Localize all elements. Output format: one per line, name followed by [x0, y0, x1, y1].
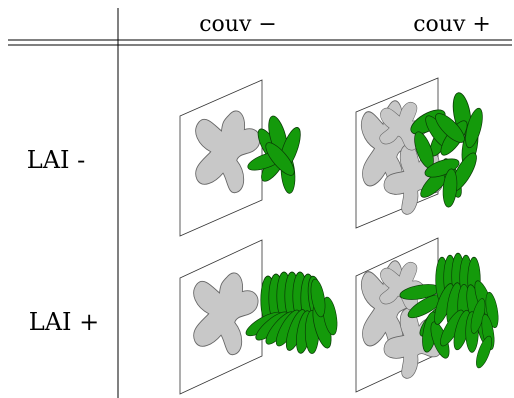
column-headers: couv − couv +	[199, 12, 491, 37]
cell-lai-plus-couv-minus	[179, 239, 340, 395]
column-header-couv-plus: couv +	[413, 12, 491, 37]
cell-lai-minus-couv-minus	[179, 79, 305, 237]
row-header-lai-minus: LAI -	[27, 146, 86, 174]
table-rules	[8, 8, 512, 398]
row-headers: LAI - LAI +	[27, 146, 100, 336]
column-header-couv-minus: couv −	[199, 12, 277, 37]
cell-lai-plus-couv-plus	[354, 237, 501, 393]
cell-lai-minus-couv-plus	[354, 77, 487, 229]
row-header-lai-plus: LAI +	[29, 308, 100, 336]
